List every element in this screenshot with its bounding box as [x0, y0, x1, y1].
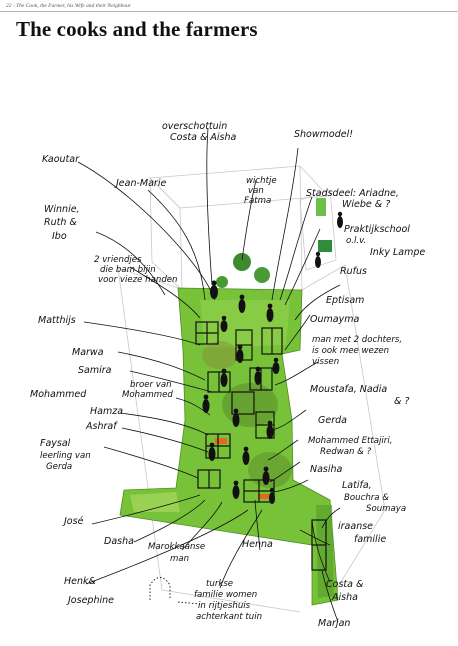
label-matthijs: Matthijs [38, 315, 76, 326]
label-faysal-2: leerling van [40, 451, 91, 461]
label-nasiha: Nasiha [310, 464, 343, 475]
label-man-3: vissen [312, 357, 339, 367]
label-stadsdeel-2: Wiebe & ? [342, 199, 390, 210]
garden-illustration: overschottuin Costa & Aisha Showmodel! K… [30, 121, 425, 629]
label-faysal-3: Gerda [46, 462, 72, 472]
label-latifa-1: Latifa, [342, 480, 372, 491]
label-man-1: man met 2 dochters, [312, 335, 402, 345]
label-stadsdeel-1: Stadsdeel: Ariadne, [306, 188, 399, 199]
planter-frames [195, 321, 327, 571]
label-marokkaanse-1: Marokkaanse [148, 542, 205, 552]
label-gerda: Gerda [318, 415, 347, 426]
label-faysal-1: Faysal [40, 438, 71, 449]
label-mohammed: Mohammed [30, 389, 87, 400]
label-showmodel: Showmodel! [294, 129, 353, 140]
label-overschot: overschottuin [162, 121, 227, 132]
label-hamza: Hamza [90, 406, 123, 417]
label-praktijk-2: o.l.v. [346, 236, 366, 246]
label-jose: José [62, 516, 84, 527]
label-kaoutar: Kaoutar [42, 154, 80, 165]
label-wichtje-3: Fatma [244, 196, 271, 206]
header-rule [0, 11, 458, 12]
label-ashraf: Ashraf [85, 421, 118, 432]
page-title: The cooks and the farmers [16, 17, 258, 41]
label-praktijk-3: Inky Lampe [370, 247, 425, 258]
label-ettajiri-1: Mohammed Ettajiri, [308, 436, 392, 446]
label-rufus: Rufus [340, 266, 367, 277]
label-vriendjes-2: die bam bijin [100, 265, 156, 275]
label-turkse-1: turkse [206, 579, 233, 589]
label-moustafa-1: Moustafa, Nadia [310, 384, 387, 395]
label-costa-1: Costa & [326, 579, 363, 590]
label-marwa: Marwa [72, 347, 104, 358]
label-winnie-3: Ibo [52, 231, 67, 242]
label-eptisam: Eptisam [326, 295, 364, 306]
label-ettajiri-2: Redwan & ? [320, 447, 372, 457]
label-henk-1: Henk& [64, 576, 96, 587]
name-labels: overschottuin Costa & Aisha Showmodel! K… [30, 121, 425, 629]
label-vriendjes-3: voor vieze handen [98, 275, 178, 285]
label-iraanse-1: iraanse [338, 521, 373, 532]
label-winnie-1: Winnie, [44, 204, 80, 215]
label-turkse-2: familie women [194, 590, 257, 600]
doorway-sketch [149, 577, 171, 600]
label-marjan: Marjan [318, 618, 350, 629]
label-latifa-2: Bouchra & [344, 493, 389, 503]
running-head: 22 - The Cook, the Farmer, his Wife and … [6, 3, 131, 9]
label-winnie-2: Ruth & [44, 217, 77, 228]
leader-lines [77, 127, 341, 623]
label-turkse-3: in rijtjeshuis [198, 601, 251, 611]
label-jean-marie: Jean-Marie [114, 178, 166, 189]
label-costa-2: Aisha [331, 592, 358, 603]
label-oumayma: Oumayma [310, 314, 359, 325]
dotted-arrow [177, 601, 201, 605]
label-wichtje-1: wichtje [246, 176, 277, 186]
label-henna: Henna [242, 539, 273, 550]
label-samira: Samira [78, 365, 112, 376]
people-figures [202, 211, 343, 504]
label-praktijk-1: Praktijkschool [344, 224, 410, 235]
label-overschot-2: Costa & Aisha [170, 132, 236, 143]
label-latifa-3: Soumaya [366, 504, 406, 514]
label-broer-1: broer van [130, 380, 172, 390]
label-man-2: is ook mee wezen [312, 346, 389, 356]
label-moustafa-2: & ? [394, 396, 409, 407]
label-dasha: Dasha [104, 536, 134, 547]
label-henk-2: Josephine [66, 595, 114, 606]
label-marokkaanse-2: man [170, 554, 189, 564]
label-wichtje-2: van [248, 186, 264, 196]
label-vriendjes-1: 2 vriendjes [94, 255, 142, 265]
label-turkse-4: achterkant tuin [196, 612, 262, 622]
building-outlines [117, 165, 386, 613]
label-broer-2: Mohammed [122, 390, 173, 400]
label-iraanse-2: familie [354, 534, 386, 545]
